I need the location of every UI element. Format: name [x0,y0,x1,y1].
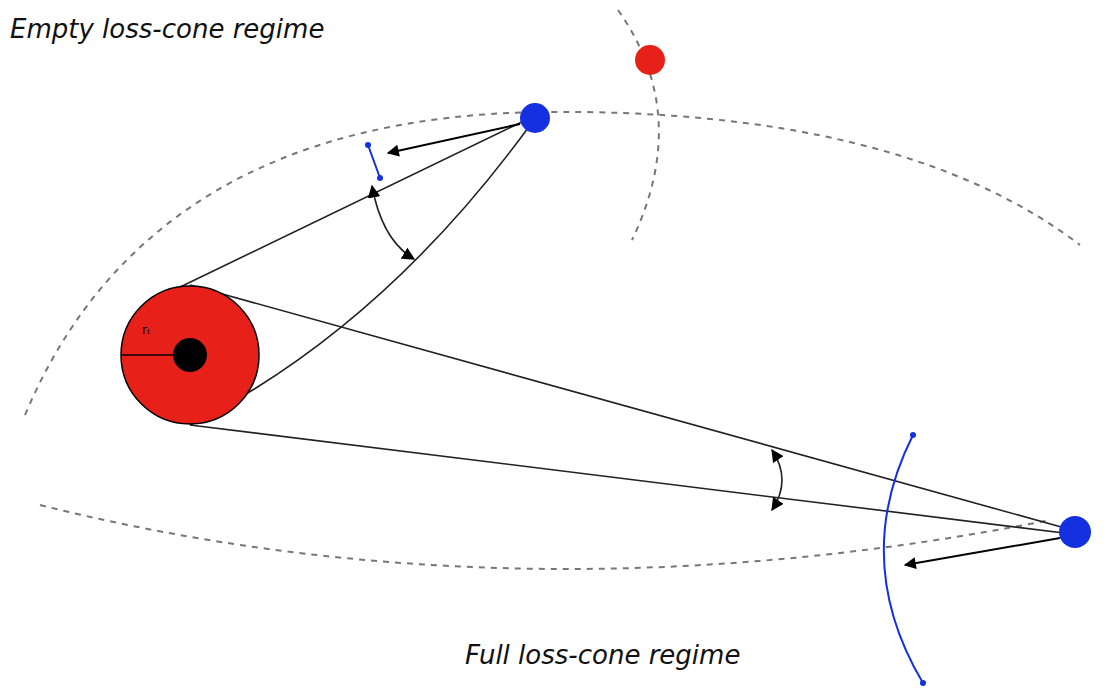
tidal-disc: rₜ [120,285,260,425]
regime-label: Full loss-cone regime [465,640,740,670]
velocity-arrow [905,538,1060,565]
scatter-segment [368,145,380,178]
angle-arc [372,186,414,259]
scatter-end [910,432,916,438]
radius-line [122,354,190,356]
orbit-arc [40,505,1050,569]
disc-outline [120,285,260,425]
scatter-segment [884,435,923,683]
scatter-end [920,680,926,686]
radius-label: rₜ [142,323,150,337]
regime-label: Empty loss-cone regime [10,14,324,44]
orbit-arc [25,112,1080,415]
star [1059,516,1091,548]
scatter-end [365,142,371,148]
angle-arc [772,450,782,510]
scatter-end [377,175,383,181]
tangent-line [190,285,1072,530]
tidal-disc-fill [121,286,259,424]
orbit-arc [618,10,659,240]
tangent-line [190,425,1072,534]
tangent-line [176,118,530,289]
velocity-arrow [388,124,520,153]
star [520,103,550,133]
star [635,45,665,75]
